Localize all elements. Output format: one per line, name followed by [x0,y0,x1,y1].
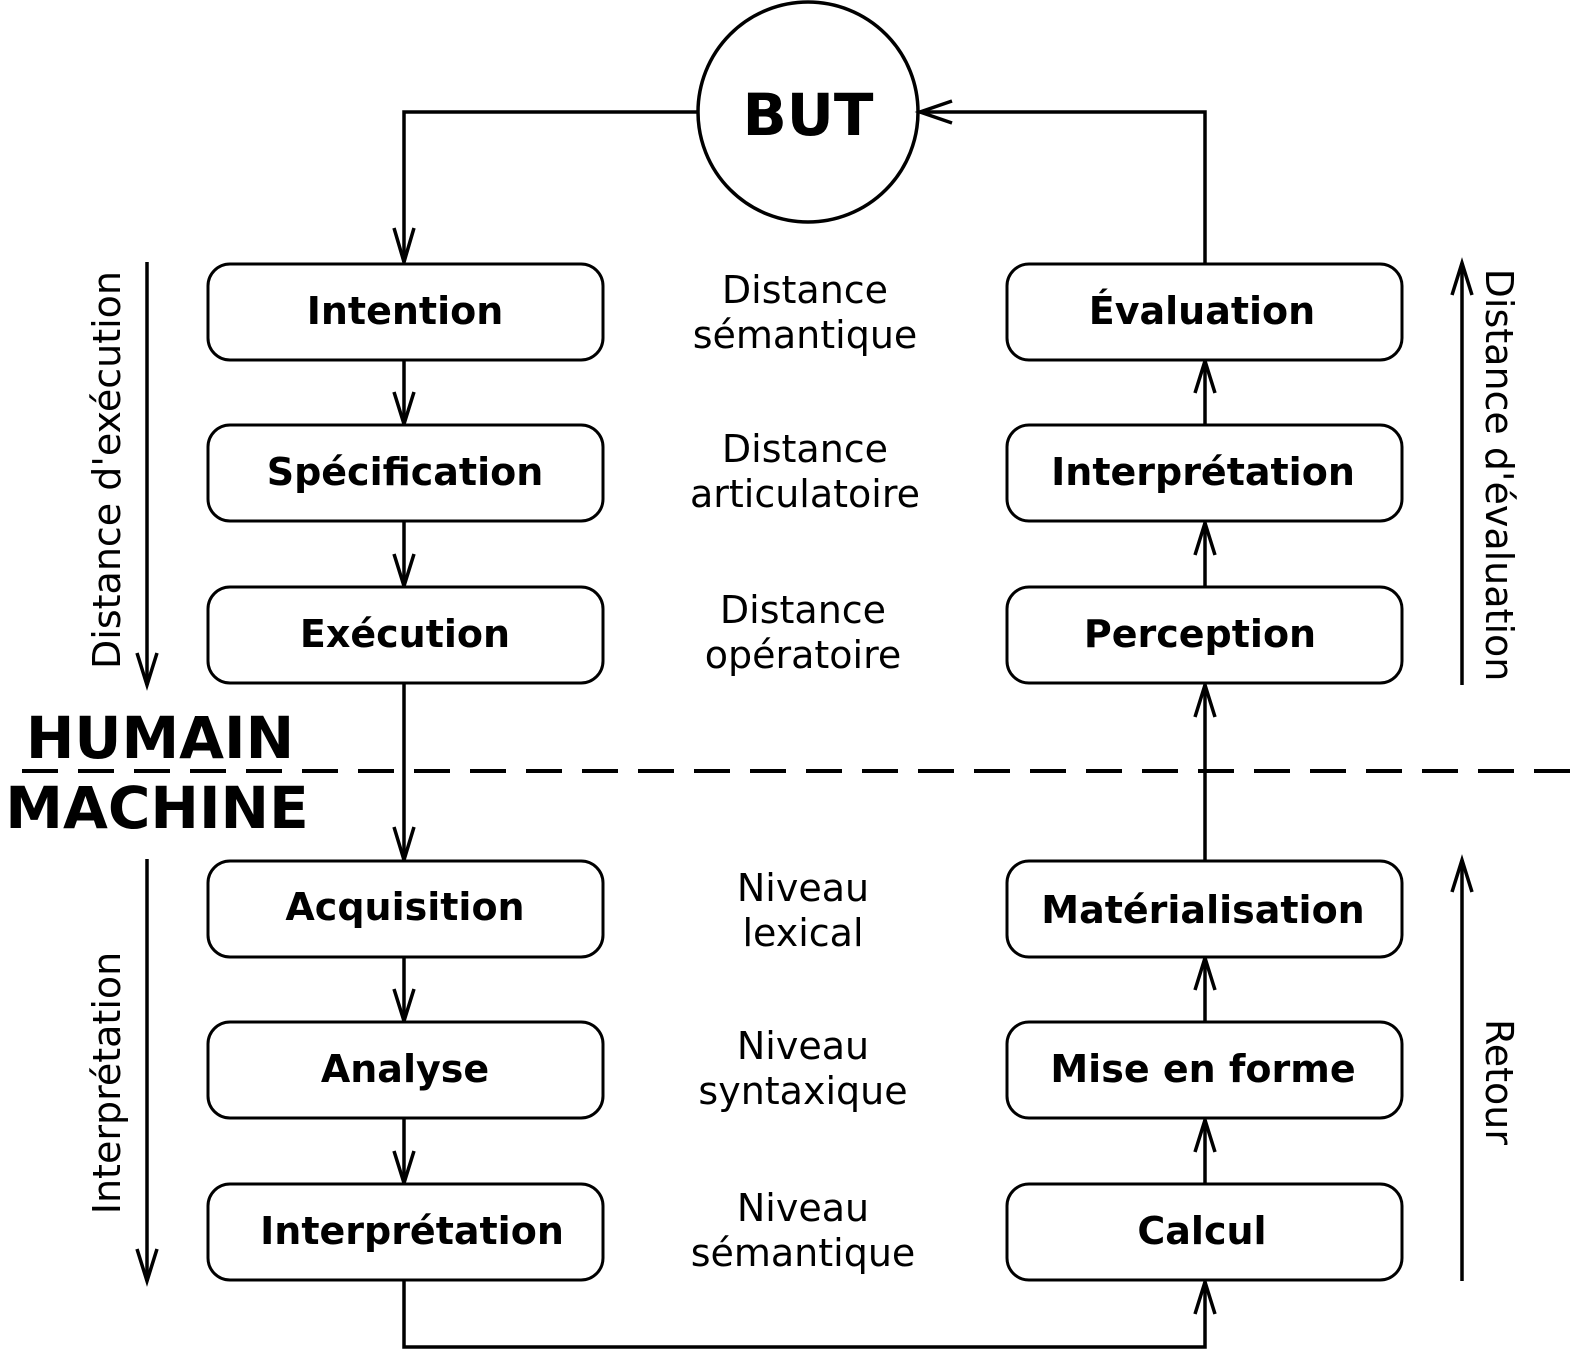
level-label-semantic-line2: sémantique [691,1231,916,1275]
box-label: Analyse [321,1047,489,1091]
box-calcul: Calcul [1005,1182,1404,1282]
box-specification: Spécification [206,423,605,523]
materialisation-to-perception-arrowhead [1193,679,1217,718]
box-label: Acquisition [285,885,524,929]
box-label: Interprétation [260,1209,564,1253]
interpretation-axis-label: Interprétation [85,952,129,1214]
box-label: Spécification [267,450,544,494]
zone-label-human: HUMAIN [26,704,294,772]
goal-to-intention-arrowhead [392,227,416,269]
box-execution: Exécution [206,585,605,685]
box-perception: Perception [1005,585,1404,685]
level-label-syntactic-line1: Niveau [737,1024,869,1068]
goal-label: BUT [743,81,874,149]
zone-label-machine: MACHINE [5,774,308,842]
level-label-lexical-line2: lexical [742,911,863,955]
calcul-to-mise-en-forme-arrowhead [1193,1114,1217,1153]
level-label-operational-distance-line1: Distance [720,588,886,632]
box-label: Calcul [1137,1209,1266,1253]
interpretation-to-calcul-line [402,1281,1207,1349]
box-label: Exécution [300,612,510,656]
goal-to-intention-line [402,110,698,262]
box-label: Mise en forme [1050,1047,1355,1091]
execution-distance-axis-arrowhead [135,652,159,691]
box-label: Matérialisation [1041,888,1364,932]
feedback-axis-label: Retour [1477,1019,1521,1145]
box-analyse: Analyse [206,1020,605,1120]
interpretation-to-calcul-arrowhead [1193,1276,1217,1315]
evaluation-to-goal-arrowhead [914,99,953,125]
evaluation-distance-axis-arrowhead [1450,257,1474,296]
level-label-lexical-line1: Niveau [737,866,869,910]
level-labels: Distance sémantique Distance articulatoi… [690,268,920,1275]
box-label: Interprétation [1051,450,1355,494]
side-axes: Distance d'exécution Distance d'évaluati… [85,257,1521,1287]
evaluation-to-goal-line [920,110,1207,263]
feedback-axis-arrowhead [1450,854,1474,893]
level-label-syntactic-line2: syntaxique [698,1069,907,1113]
goal-node: BUT [696,0,920,224]
level-label-articulatory-distance-line2: articulatoire [690,472,920,516]
box-acquisition: Acquisition [206,859,605,959]
level-label-articulatory-distance-line1: Distance [722,427,888,471]
evaluation-distance-axis-label: Distance d'évaluation [1477,269,1521,682]
box-label: Intention [307,289,504,333]
box-interpretation-human: Interprétation [1005,423,1404,523]
level-label-semantic-line1: Niveau [737,1186,869,1230]
level-label-semantic-distance-line2: sémantique [693,313,918,357]
level-label-semantic-distance-line1: Distance [722,268,888,312]
box-interpretation-machine: Interprétation [206,1182,605,1282]
level-label-operational-distance-line2: opératoire [705,633,902,677]
box-mise-en-forme: Mise en forme [1005,1020,1404,1120]
execution-distance-axis-label: Distance d'exécution [85,271,129,669]
box-label: Évaluation [1089,289,1315,333]
box-evaluation: Évaluation [1005,262,1404,362]
perception-to-interpretation-arrowhead [1193,517,1217,556]
box-label: Perception [1084,612,1316,656]
box-materialisation: Matérialisation [1005,859,1404,959]
interpretation-axis-arrowhead [135,1248,159,1287]
box-intention: Intention [206,262,605,362]
